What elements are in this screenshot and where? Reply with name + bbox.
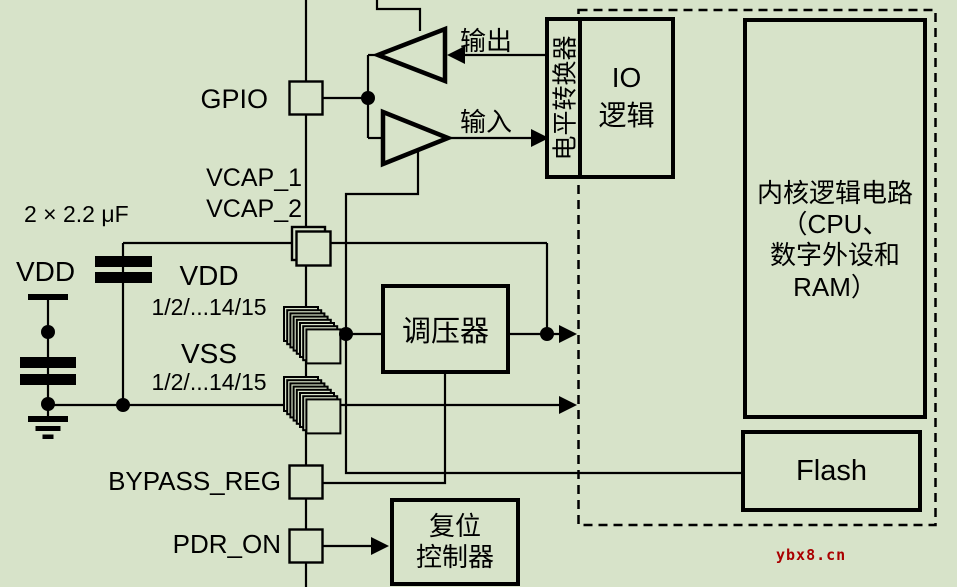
top-step-wire	[375, 0, 422, 31]
output-signal-label: 输出	[460, 26, 513, 56]
gpio-junction-dot	[361, 91, 375, 105]
output-buffer-triangle	[371, 25, 448, 85]
core-logic-label-line1: 内核逻辑电路	[756, 178, 913, 208]
level-shifter-label: 电平转换器	[551, 35, 580, 161]
vdd-supply-terminal-bar	[28, 294, 68, 300]
input-signal-label: 输入	[460, 107, 513, 137]
core-logic-label-line3: 数字外设和	[769, 240, 900, 271]
pdr-on-pin-square	[288, 528, 324, 564]
vcap2-pin-label: VCAP_2	[206, 195, 302, 223]
capacitor-value-label: 2 × 2.2 μF	[24, 201, 129, 227]
level-shifter-block: 电平转换器	[545, 17, 582, 179]
vss-pins-range-label: 1/2/...14/15	[151, 369, 267, 395]
pdr-on-arrowhead	[371, 537, 389, 555]
vcap1-pin-label: VCAP_1	[206, 164, 302, 192]
decoupling-capacitor-plate-top	[20, 357, 76, 368]
reset-controller-label-line1: 复位	[428, 510, 481, 541]
io-logic-label-line2: 逻辑	[598, 100, 655, 131]
watermark-text: ybx8.cn	[776, 546, 847, 564]
reset-controller-block: 复位 控制器	[390, 498, 520, 586]
input-buffer-triangle	[380, 108, 455, 168]
bypass-reg-pin-label: BYPASS_REG	[108, 466, 281, 496]
regulator-label: 调压器	[401, 316, 489, 348]
junction-dots	[41, 91, 554, 412]
bypass-reg-pin-square	[288, 464, 324, 500]
vcap-capacitor-plate-top	[95, 256, 152, 267]
passives	[20, 256, 152, 439]
vdd-rail-to-flash-wire	[344, 150, 743, 475]
core-logic-label-line4: RAM）	[793, 271, 877, 302]
vdd-supply-label: VDD	[16, 256, 76, 287]
vdd-pins-name-label: VDD	[179, 260, 239, 291]
vss-arrowhead	[559, 396, 577, 414]
regulator-output-arrowhead	[559, 325, 577, 343]
io-logic-block: IO 逻辑	[578, 17, 675, 179]
regulator-block: 调压器	[381, 284, 510, 374]
arrowheads	[371, 46, 577, 555]
flash-label: Flash	[796, 454, 867, 487]
vcap-capacitor-plate-bottom	[95, 272, 152, 283]
supply-junction-dot	[41, 325, 55, 339]
bypass-reg-wire	[322, 372, 447, 485]
pdr-on-pin-label: PDR_ON	[172, 529, 281, 559]
decoupling-capacitor-plate-bottom	[20, 374, 76, 385]
vcap2-pin-square	[295, 230, 332, 267]
core-logic-label-line2: （CPU、	[781, 209, 889, 240]
ground-bar-3	[42, 434, 54, 439]
output-arrowhead	[447, 46, 465, 64]
regulator-output-junction-dot	[540, 327, 554, 341]
flash-block: Flash	[741, 430, 922, 512]
ground-junction-dot	[41, 397, 55, 411]
pin-squares	[288, 80, 332, 564]
core-logic-block: 内核逻辑电路 （CPU、 数字外设和 RAM）	[743, 18, 927, 419]
vss-pins-name-label: VSS	[180, 338, 238, 369]
vdd-junction-dot	[339, 327, 353, 341]
reset-controller-label-line2: 控制器	[415, 542, 494, 572]
gpio-pin-label: GPIO	[200, 84, 268, 114]
vdd-pins-range-label: 1/2/...14/15	[151, 294, 267, 320]
vdd-pins-stack	[283, 306, 342, 365]
vss-junction-dot	[116, 398, 130, 412]
io-logic-label-line1: IO	[611, 62, 642, 93]
ground-bar-1	[28, 416, 68, 422]
chip-boundary-dashed	[577, 8, 937, 527]
ground-bar-2	[35, 426, 61, 431]
vss-pins-stack	[283, 376, 342, 435]
input-arrowhead	[531, 129, 549, 147]
gpio-pin-square	[288, 80, 324, 116]
